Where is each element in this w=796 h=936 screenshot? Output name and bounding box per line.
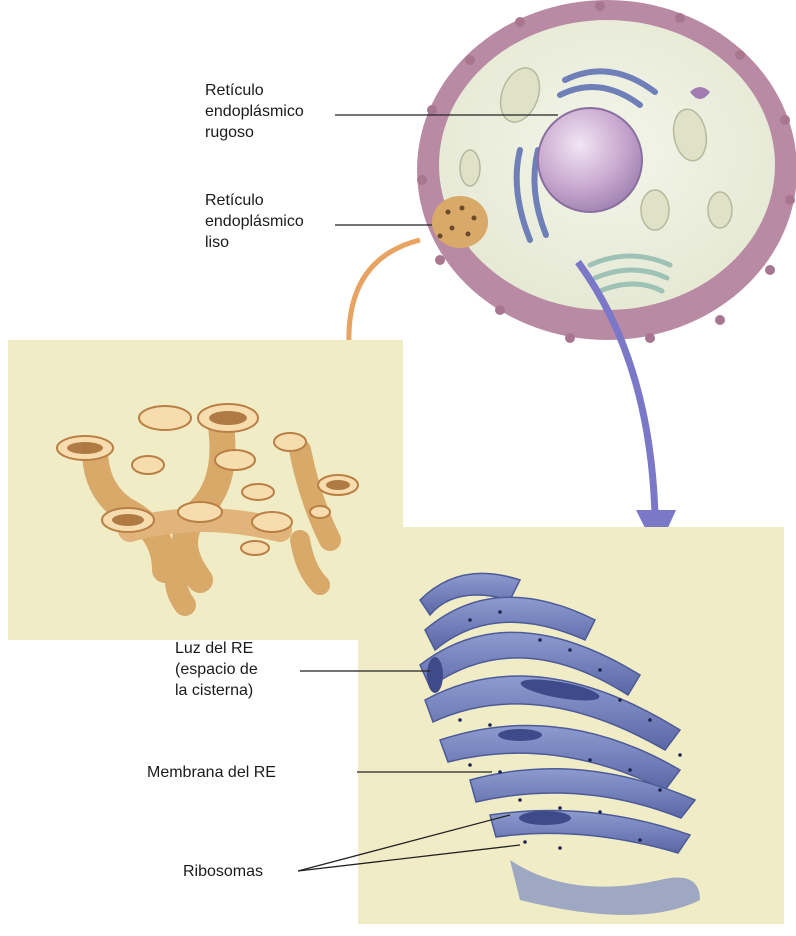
label-ribosomes: Ribosomas (183, 861, 263, 882)
smooth-er-panel (8, 340, 403, 640)
label-smooth-er-line2: endoplásmico (205, 211, 304, 232)
label-smooth-er-line1: Retículo (205, 190, 304, 211)
label-er-lumen-line2: (espacio de (175, 659, 258, 680)
rough-er-panel-bg (358, 527, 784, 924)
cell-smooth-er (432, 196, 488, 248)
label-smooth-er: Retículo endoplásmico liso (205, 190, 304, 253)
label-er-lumen-line3: la cisterna) (175, 680, 258, 701)
nucleus (538, 108, 642, 212)
label-rough-er: Retículo endoplásmico rugoso (205, 80, 304, 143)
label-rough-er-line2: endoplásmico (205, 101, 304, 122)
rough-er-panel (358, 527, 784, 924)
label-rough-er-line1: Retículo (205, 80, 304, 101)
cell (417, 0, 796, 343)
label-er-lumen-line1: Luz del RE (175, 638, 258, 659)
label-er-membrane: Membrana del RE (147, 762, 276, 783)
label-rough-er-line3: rugoso (205, 122, 304, 143)
label-smooth-er-line3: liso (205, 232, 304, 253)
label-er-lumen: Luz del RE (espacio de la cisterna) (175, 638, 258, 701)
